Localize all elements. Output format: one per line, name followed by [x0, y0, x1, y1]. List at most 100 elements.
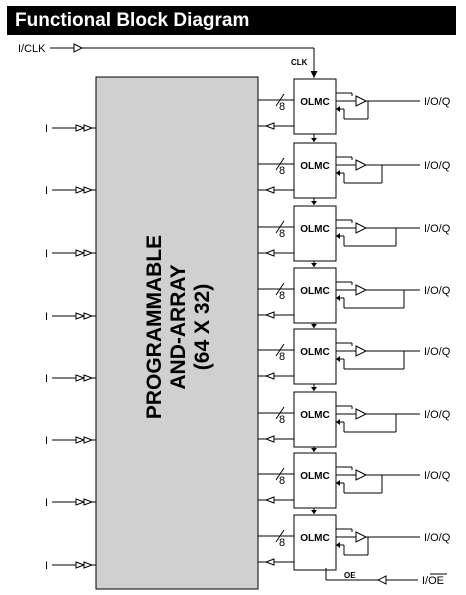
input-buffer-icon: [75, 561, 86, 569]
bus-width-label: 8: [279, 101, 285, 113]
input-pin: I: [45, 497, 96, 509]
input-buffer-inverted-icon: [83, 312, 94, 320]
bus-width-label: 8: [279, 475, 285, 487]
input-buffer-icon: [75, 249, 86, 257]
feedback-buffer-icon: [264, 496, 275, 504]
page-title: Functional Block Diagram: [7, 6, 456, 35]
and-array: [95, 76, 259, 590]
clk-label: CLK: [291, 58, 308, 67]
array-label-line-2: AND-ARRAY: [167, 264, 190, 389]
io-pin-label: I/O/Q: [424, 160, 451, 172]
input-pin-label: I: [45, 248, 48, 260]
olmc-label: OLMC: [300, 410, 329, 421]
io-pin-label: I/O/Q: [424, 223, 451, 235]
input-buffer-inverted-icon: [83, 436, 94, 444]
feedback-buffer-icon: [264, 186, 275, 194]
olmc-box: [293, 205, 337, 262]
input-pin-label: I: [45, 560, 48, 572]
array-label-line-1: PROGRAMMABLE: [143, 235, 166, 419]
and-array-label: PROGRAMMABLE AND-ARRAY (64 X 32): [143, 235, 214, 419]
output-buffer-icon: [355, 95, 368, 107]
bus-width-label: 8: [279, 537, 285, 549]
feedback-buffer-icon: [264, 311, 275, 319]
input-pin: I: [45, 435, 96, 447]
olmc-label: OLMC: [300, 286, 329, 297]
olmc-cell: 8 OLMC I/O/Q: [258, 205, 451, 267]
input-pin: I: [45, 185, 96, 197]
output-buffer-icon: [355, 345, 368, 357]
olmc-label: OLMC: [300, 161, 329, 172]
olmc-cell: 8 OLMC I/O/Q: [258, 142, 451, 205]
bus-width-label: 8: [279, 290, 285, 302]
input-buffer-inverted-icon: [83, 498, 94, 506]
feedback-buffer-icon: [264, 249, 275, 257]
oe-buffer-icon: [376, 575, 387, 585]
input-pin-label: I: [45, 123, 48, 135]
input-pin-label: I: [45, 435, 48, 447]
io-pin-label: I/O/Q: [424, 470, 451, 482]
input-buffer-icon: [75, 124, 86, 132]
olmc-cell: 8 OLMC I/O/Q: [258, 452, 451, 514]
feedback-buffer-icon: [264, 372, 275, 380]
olmc-box: [293, 391, 337, 448]
output-buffer-icon: [355, 408, 368, 420]
olmc-cell: 8 OLMC I/O/Q: [258, 78, 451, 142]
output-buffer-icon: [355, 284, 368, 296]
feedback-buffer-icon: [264, 122, 275, 130]
olmc-label: OLMC: [300, 533, 329, 544]
olmc-box: [293, 142, 337, 199]
olmc-box: [293, 452, 337, 509]
output-buffer-icon: [355, 222, 368, 234]
input-buffer-inverted-icon: [83, 186, 94, 194]
input-pin: I: [45, 373, 96, 385]
input-pin: I: [45, 248, 96, 260]
io-pin-label: I/O/Q: [424, 96, 451, 108]
olmc-cell: 8 OLMC I/O/Q: [258, 514, 451, 571]
clock-buffer-icon: [73, 43, 84, 53]
input-pin: I: [45, 311, 96, 323]
input-pins: I I I I I I I I: [45, 123, 96, 572]
io-pin-label: I/O/Q: [424, 346, 451, 358]
input-buffer-icon: [75, 312, 86, 320]
input-pin: I: [45, 560, 96, 572]
input-buffer-inverted-icon: [83, 374, 94, 382]
clock-input-label: I/CLK: [18, 43, 46, 55]
oe-label: OE: [344, 571, 356, 580]
output-buffer-icon: [355, 469, 368, 481]
output-buffer-icon: [355, 531, 368, 543]
olmc-cell: 8 OLMC I/O/Q: [258, 328, 451, 391]
bus-width-label: 8: [279, 351, 285, 363]
olmc-box: [293, 514, 337, 571]
feedback-buffer-icon: [264, 558, 275, 566]
olmc-label: OLMC: [300, 347, 329, 358]
oe-pin-label: I/OE: [422, 575, 444, 587]
input-buffer-icon: [75, 374, 86, 382]
input-buffer-icon: [75, 186, 86, 194]
bus-width-label: 8: [279, 165, 285, 177]
bus-width-label: 8: [279, 414, 285, 426]
input-pin-label: I: [45, 311, 48, 323]
io-pin-label: I/O/Q: [424, 532, 451, 544]
input-pin-label: I: [45, 185, 48, 197]
bus-width-label: 8: [279, 228, 285, 240]
olmc-box: [293, 328, 337, 385]
olmc-label: OLMC: [300, 224, 329, 235]
input-buffer-inverted-icon: [83, 561, 94, 569]
feedback-buffer-icon: [264, 435, 275, 443]
olmc-box: [293, 267, 337, 324]
output-buffer-icon: [355, 159, 368, 171]
input-pin-label: I: [45, 497, 48, 509]
input-buffer-icon: [75, 436, 86, 444]
olmc-cell: 8 OLMC I/O/Q: [258, 391, 451, 452]
input-pin-label: I: [45, 373, 48, 385]
input-pin: I: [45, 123, 96, 135]
input-buffer-icon: [75, 498, 86, 506]
olmc-label: OLMC: [300, 97, 329, 108]
olmc-label: OLMC: [300, 471, 329, 482]
io-pin-label: I/O/Q: [424, 285, 451, 297]
io-pin-label: I/O/Q: [424, 409, 451, 421]
olmc-box: [293, 78, 337, 135]
olmc-cell: 8 OLMC I/O/Q: [258, 267, 451, 328]
